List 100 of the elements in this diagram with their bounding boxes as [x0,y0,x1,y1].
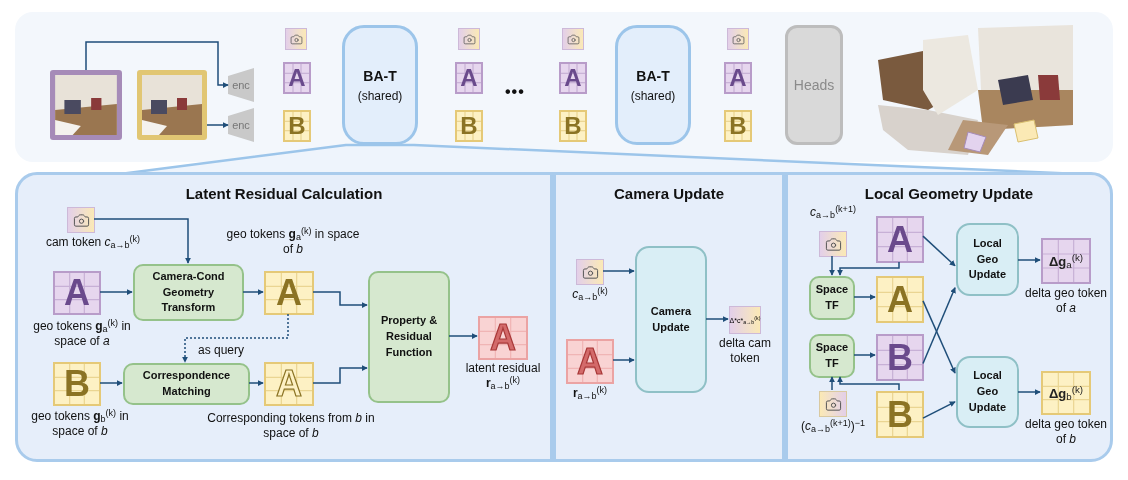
delta-token-grid [1041,371,1091,415]
arrow [853,352,876,358]
token-caption: Corresponding tokens from b in space of b [207,411,375,440]
node-label: Local Geo Update [967,235,1008,283]
node-label: (shared) [630,87,676,105]
process-box [368,271,450,403]
arrow [837,261,900,276]
token-letter: B [64,366,90,402]
arrow [312,291,368,308]
token-grid [264,362,314,406]
arrow [922,401,956,419]
node-label: Heads [793,75,835,95]
token-caption: delta geo token of b [1024,417,1108,446]
process-box [956,223,1019,296]
token-letter: A [577,343,603,380]
arrow [248,380,264,386]
room-photo-drawing [137,70,207,140]
process-box [956,356,1019,428]
room-photo-drawing [50,70,122,140]
token-grid [283,62,311,94]
section-heading: Local Geometry Update [864,184,1034,204]
token-grid [559,110,587,142]
arrow [448,333,478,339]
arrow [312,365,368,384]
arrow [602,268,635,274]
token-grid [559,62,587,94]
token-caption: delta geo token of a [1024,286,1108,315]
token-letter: B [729,114,747,138]
arrow [1017,257,1041,263]
token-grid [876,391,924,438]
arrow [922,300,956,374]
token-grid [283,110,311,142]
section-panel [15,172,553,462]
delta-token-grid [1041,238,1091,284]
token-letter: B [887,396,913,433]
token-letter: A [288,66,306,90]
token-letter: A [490,320,516,356]
token-letter: A [276,275,302,311]
token-grid [724,110,752,142]
node-label: enc [232,117,250,133]
token-letter: A [887,221,913,258]
node-label: Local Geo Update [967,368,1008,415]
node-label: Camera Update [649,303,693,335]
section-heading: Camera Update [613,184,724,204]
edge-label: as query [196,344,247,356]
arrow [705,316,729,322]
dotted-arrow [182,313,289,363]
arrow [99,380,123,386]
token-grid [478,316,528,360]
arrow [85,41,229,88]
token-letter: A [729,66,747,90]
token-letter: A [564,66,582,90]
node-label: Correspondence Matching [141,368,232,399]
encoder-trapezoid [228,68,254,102]
arrow [829,255,835,276]
node-label: enc [232,77,250,93]
process-box [635,246,707,393]
process-box [809,334,855,378]
token-grid [53,362,101,406]
token-letter: A [276,366,302,402]
token-letter: A [64,275,90,311]
delta-camera-token [729,306,761,334]
token-grid [455,110,483,142]
token-grid [876,334,924,381]
camera-token [576,259,604,285]
token-letter: B [564,114,582,138]
token-caption: delta cam token [719,336,771,365]
process-box [123,363,250,405]
token-caption: geo tokens g$_{a}$$^{(k)}$ in space of b [226,227,360,256]
token-caption: geo tokens g$_{a}$$^{(k)}$ in space of a [33,319,131,348]
token-letter: A [887,281,913,318]
process-box [342,25,418,145]
arrow [853,294,876,300]
token-letter: A [460,66,478,90]
arrow [612,357,635,363]
token-grid [876,216,924,263]
camera-token [819,231,847,257]
arrow [837,376,900,391]
token-grid [724,62,752,94]
section-panel [785,172,1113,462]
ellipsis: ••• [505,82,525,102]
arrow [829,376,835,391]
arrow [1017,389,1041,395]
node-label: Space TF [815,282,849,313]
section-panel [553,172,785,462]
token-grid [264,271,314,315]
token-grid [876,276,924,323]
node-label: (shared) [357,87,403,105]
camera-token [67,207,95,233]
process-box [809,276,855,320]
node-label: Space TF [815,340,849,371]
token-caption: (c$_{a→b}$$^{(k+1)}$)$^{−1}$ [800,419,865,433]
arrow [99,289,133,295]
process-box [615,25,691,145]
process-box [133,264,244,321]
token-grid [566,339,614,384]
camera-token [819,391,847,417]
node-label: BA-T [636,66,670,86]
token-grid [455,62,483,94]
process-box [785,25,843,145]
